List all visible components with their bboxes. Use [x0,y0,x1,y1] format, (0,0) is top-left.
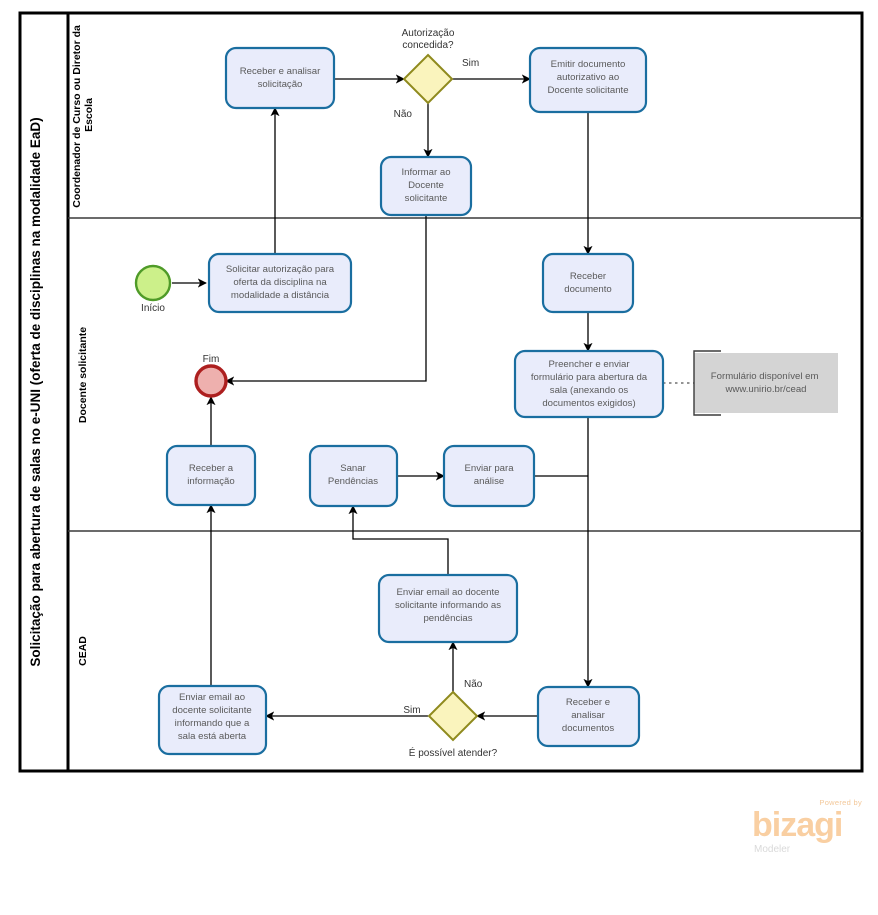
end-event-label: Fim [203,354,220,365]
annotation-bracket [693,350,721,416]
flow-t3-to-end [225,215,427,386]
task-receber-analisar-solicitacao[interactable] [224,46,336,110]
gateway-autorizacao-concedida[interactable] [402,53,454,105]
pool-frame [18,11,864,773]
flow-t10-to-t8 [348,505,449,575]
annotation-label: Formulário disponível em www.unirio.br/c… [711,371,821,395]
flow-label-g2-yes: Sim [403,705,420,716]
gateway-e-possivel-atender[interactable] [427,690,479,742]
task-sanar-pendencias[interactable] [308,444,399,508]
flow-label-g2-no: Não [464,679,483,690]
task-receber-informacao[interactable] [165,444,257,507]
task-enviar-email-pendencias[interactable] [377,573,519,644]
task-enviar-para-analise[interactable] [442,444,536,508]
task-receber-documento[interactable] [541,252,635,314]
annotation-box [694,353,838,413]
task-informar-docente-solicitante[interactable] [379,155,473,217]
brand-product-label: Modeler [754,844,791,855]
lane-title-docente: Docente solicitante [77,327,89,423]
flow-label-g1-no: Não [394,109,413,120]
task-solicitar-autorizacao[interactable] [207,252,353,314]
task-enviar-email-sala-aberta[interactable] [157,684,268,756]
gateway-label-g2: É possível atender? [409,746,498,759]
task-emitir-documento-autorizativo[interactable] [528,46,648,114]
lane-title-coordenador: Coordenador de Curso ou Diretor da Escol… [71,22,95,208]
brand-powered-label: Powered by [819,798,862,807]
task-receber-analisar-documentos[interactable] [536,685,641,748]
flow-label-g1-yes: Sim [462,58,479,69]
lane-title-cead: CEAD [77,636,89,666]
bizagi-brand: Powered by bizagi Modeler [752,798,864,860]
start-event[interactable] [134,264,172,302]
start-event-label: Início [141,303,165,314]
end-event[interactable] [194,364,228,398]
bizagi-logo: bizagi [752,806,843,844]
task-preencher-enviar-formulario[interactable] [513,349,665,419]
pool-title: Solicitação para abertura de salas no e-… [28,117,43,666]
